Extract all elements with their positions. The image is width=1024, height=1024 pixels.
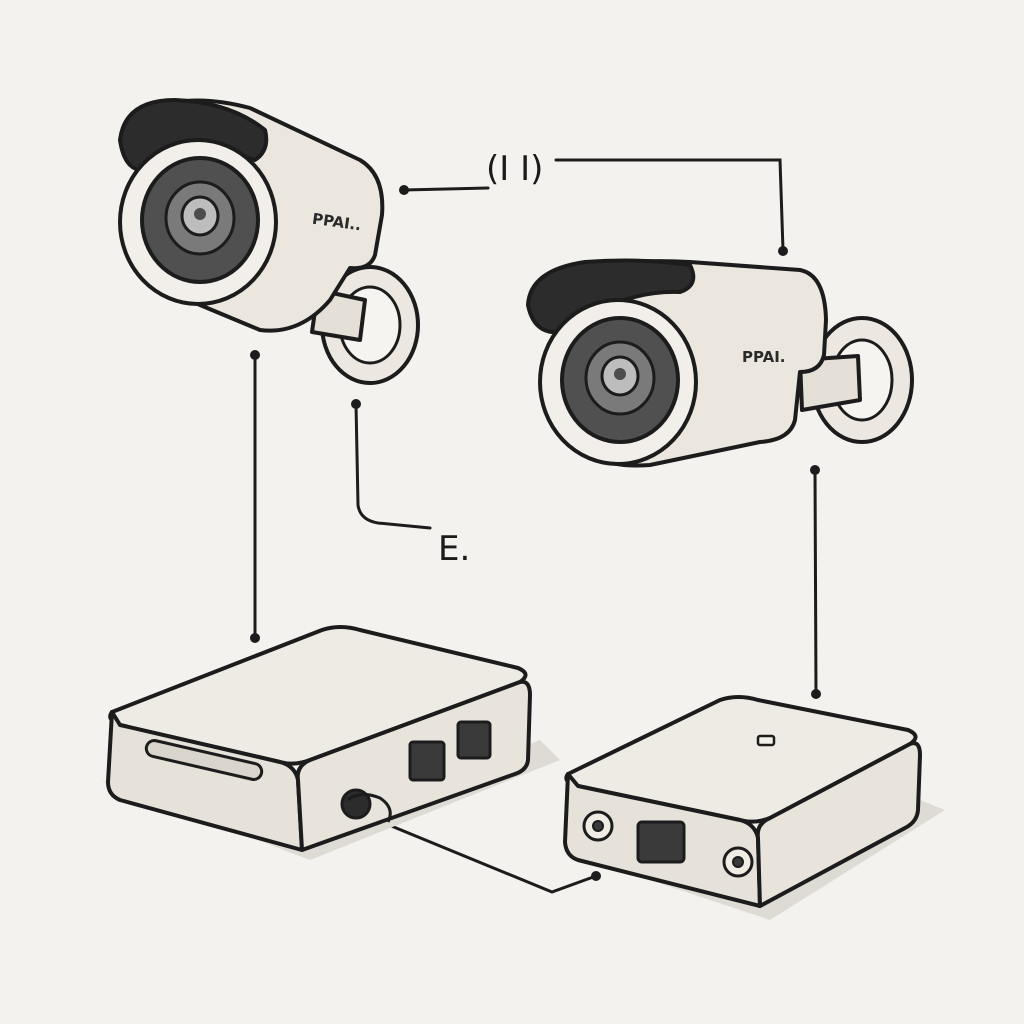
recorder-right-audio-port-core	[592, 820, 604, 832]
wireless-label: (I I)	[486, 149, 543, 189]
camera-right-brand: PPAI.	[742, 348, 786, 366]
wireless-link-left	[402, 186, 490, 192]
power-link-line	[354, 402, 432, 530]
recorder-right-hdmi-port	[636, 820, 686, 864]
recorder-right-side	[755, 741, 922, 908]
connector-dot	[811, 689, 821, 699]
wireless-link-right	[554, 158, 785, 252]
connector-dot	[250, 633, 260, 643]
recorder-left-port-2	[456, 720, 492, 760]
recorder-left-cable-loop	[347, 793, 392, 823]
camera-left	[118, 98, 420, 385]
connector-dot	[399, 185, 409, 195]
connector-dot	[778, 246, 788, 256]
power-label: E.	[438, 529, 470, 569]
recorder-link-cable	[370, 816, 598, 894]
connectors	[253, 158, 818, 894]
recorder-left-port-1	[408, 740, 446, 782]
recorder-left-vent	[144, 739, 264, 781]
recorder-left	[100, 625, 560, 860]
connector-dot	[351, 399, 361, 409]
recorder-left-connector	[340, 788, 372, 820]
recorder-right-dc-port-core	[732, 856, 744, 868]
connector-dot	[810, 465, 820, 475]
camera-left-lens-glint	[194, 208, 206, 220]
camera-right-to-recorder-line	[813, 468, 818, 696]
camera-right	[526, 258, 914, 468]
connector-dots	[250, 185, 821, 881]
recorder-right	[560, 695, 945, 920]
recorder-right-indicator	[756, 734, 776, 747]
connector-dot	[250, 350, 260, 360]
camera-right-lens-glint	[614, 368, 626, 380]
connector-dot	[591, 871, 601, 881]
